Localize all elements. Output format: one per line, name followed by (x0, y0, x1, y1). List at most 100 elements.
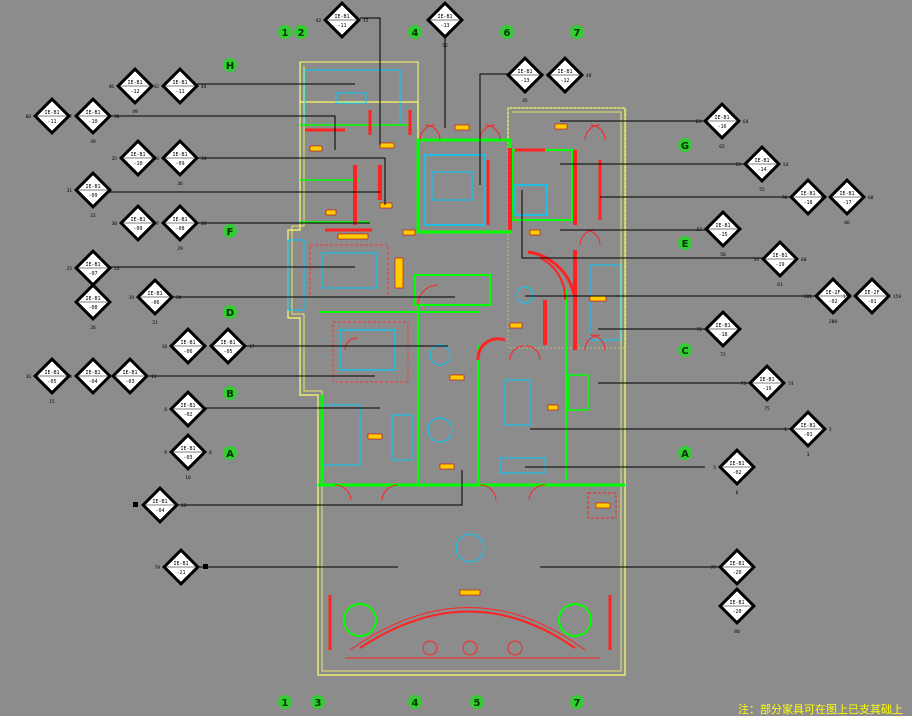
tag-code: IE-B1 (715, 223, 730, 229)
tag-number: -08 (88, 305, 97, 311)
grid-column-top-4: 4 (408, 25, 422, 39)
tag-ref-right: 38 (114, 114, 120, 120)
grid-column-top-1: 1 (278, 25, 292, 39)
tag-number: -11 (175, 89, 184, 95)
tag-code: IE-B1 (759, 377, 774, 383)
tag-code: IE-B1 (152, 499, 167, 505)
grid-row-left-F: F (223, 224, 237, 238)
tag-ref-bottom: 80 (734, 629, 740, 635)
tag-code: IE-B1 (557, 69, 572, 75)
tag-number: -11 (337, 23, 346, 29)
tag-ref-left: 71 (697, 327, 703, 333)
tag-ref-right: 54 (783, 162, 789, 168)
tag-ref-bottom: 10 (185, 475, 191, 481)
tag-ref-left: 57 (697, 227, 703, 233)
tag-ref-bottom: 26 (90, 325, 96, 331)
svg-text:4: 4 (412, 698, 419, 709)
tag-number: -12 (560, 78, 569, 84)
svg-text:E: E (682, 239, 689, 250)
tag-ref-left: 201 (804, 294, 812, 300)
tag-ref-right: 48 (586, 73, 592, 79)
tag-code: IE-B1 (85, 110, 100, 116)
tag-number: -14 (757, 167, 766, 173)
elevation-tag-t34: IE-B1 -03 9 8 10 (164, 433, 212, 481)
tag-number: -06 (150, 300, 159, 306)
tag-code: IE-B1 (517, 69, 532, 75)
tag-ref-right: 17 (249, 344, 255, 350)
leader-endpoints (133, 502, 208, 569)
tag-code: IE-B1 (44, 110, 59, 116)
svg-text:A: A (226, 449, 234, 460)
tag-code: IE-B1 (180, 446, 195, 452)
tag-code: IE-B1 (729, 461, 744, 467)
tag-ref-right: 20 (176, 295, 182, 301)
tag-code: IE-2F (864, 290, 879, 296)
svg-text:1: 1 (282, 28, 289, 39)
tag-ref-right: 12 (181, 503, 187, 509)
tag-number: -08 (175, 226, 184, 232)
tag-code: IE-B1 (754, 158, 769, 164)
svg-text:7: 7 (574, 698, 581, 709)
tag-ref-bottom: 15 (49, 399, 55, 405)
svg-text:C: C (681, 346, 688, 357)
tag-ref-bottom: 3 (807, 452, 810, 458)
tag-ref-left: 77 (711, 565, 717, 571)
tag-number: -06 (183, 349, 192, 355)
tag-ref-left: 46 (109, 84, 115, 90)
tag-number: -01 (803, 432, 812, 438)
walls-and-furniture (287, 69, 625, 637)
tag-ref-left: 9 (164, 450, 167, 456)
tag-number: -05 (47, 379, 56, 385)
tag-number: -11 (47, 119, 56, 125)
svg-text:B: B (226, 389, 234, 400)
tag-ref-right: 44 (201, 84, 207, 90)
tag-ref-bottom: 39 (90, 139, 96, 145)
tag-ref-bottom: 29 (177, 246, 183, 252)
tag-ref-right: 60 (801, 257, 807, 263)
tag-ref-left: 1 (784, 427, 787, 433)
tag-ref-right: 8 (209, 450, 212, 456)
svg-text:F: F (227, 227, 234, 238)
tag-code: IE-B1 (714, 115, 729, 121)
grid-row-right-C: C (678, 343, 692, 357)
tag-number: -12 (130, 89, 139, 95)
tag-number: -10 (133, 161, 142, 167)
tag-ref-left: 43 (316, 18, 322, 24)
tag-ref-right: 28 (201, 221, 207, 227)
tag-number: -13 (440, 23, 449, 29)
tag-number: -03 (183, 455, 192, 461)
tag-ref-bottom: 61 (777, 282, 783, 288)
grid-column-bottom-7: 7 (570, 695, 584, 709)
svg-text:6: 6 (504, 28, 511, 39)
tag-ref-right: 159 (893, 294, 901, 300)
tag-ref-bottom: 36 (177, 181, 183, 187)
tag-ref-bottom: 72 (720, 352, 726, 358)
tag-code: IE-B1 (180, 340, 195, 346)
tag-number: -03 (125, 379, 134, 385)
tag-number: -09 (175, 161, 184, 167)
grid-column-top-2: 2 (294, 25, 308, 39)
tag-code: IE-B1 (180, 403, 195, 409)
tag-ref-left: 42 (154, 84, 160, 90)
tag-number: -09 (133, 226, 142, 232)
tag-ref-left: 14 (67, 374, 73, 380)
tag-code: IE-B1 (173, 561, 188, 567)
tag-number: -05 (223, 349, 232, 355)
svg-text:H: H (226, 61, 234, 72)
